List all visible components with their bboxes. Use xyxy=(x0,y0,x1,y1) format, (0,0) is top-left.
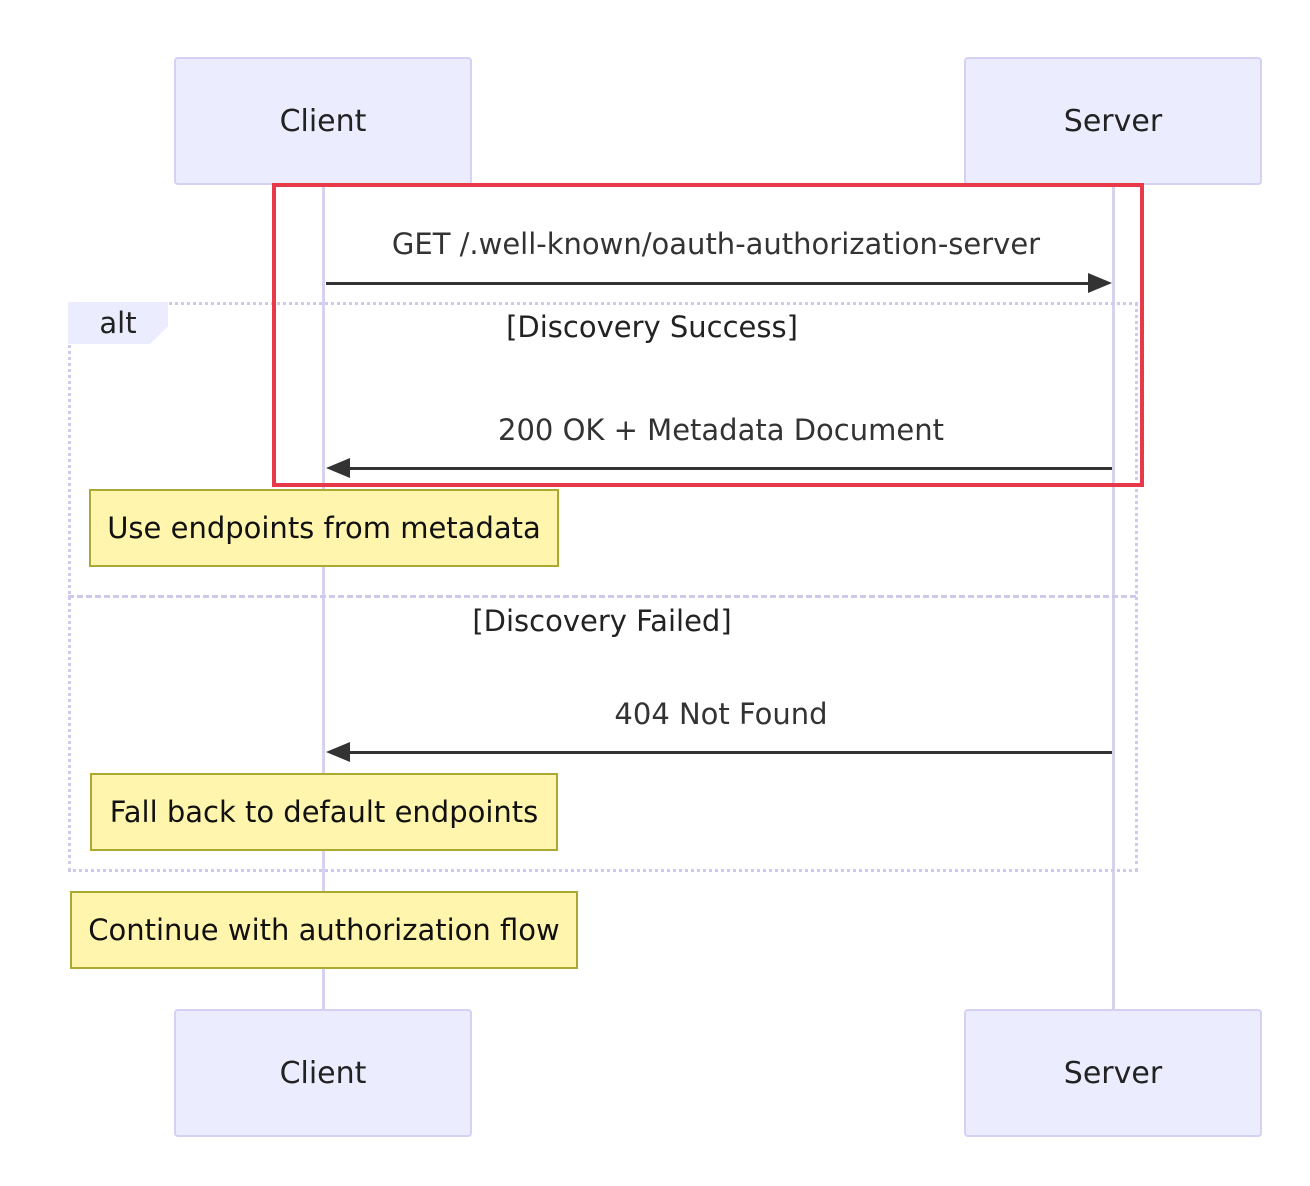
request-message-label: GET /.well-known/oauth-authorization-ser… xyxy=(391,227,1041,261)
failure-response-arrow xyxy=(348,751,1112,754)
request-arrowhead xyxy=(1088,273,1112,293)
client-actor-top: Client xyxy=(174,57,472,185)
client-actor-bottom: Client xyxy=(174,1009,472,1137)
alt-label: alt xyxy=(68,302,168,344)
alt-frame xyxy=(68,302,1138,872)
failure-response-label: 404 Not Found xyxy=(614,697,828,731)
note-continue: Continue with authorization flow xyxy=(70,891,578,969)
success-response-arrowhead xyxy=(326,458,350,478)
client-lifeline xyxy=(322,186,325,1010)
highlight-box xyxy=(272,183,1144,487)
guard-success: [Discovery Success] xyxy=(506,310,798,344)
failure-response-arrowhead xyxy=(326,742,350,762)
note-fallback: Fall back to default endpoints xyxy=(90,773,558,851)
server-lifeline xyxy=(1112,186,1115,1010)
request-arrow xyxy=(326,282,1092,285)
guard-failed: [Discovery Failed] xyxy=(472,604,732,638)
server-actor-top: Server xyxy=(964,57,1262,185)
success-response-arrow xyxy=(348,467,1112,470)
alt-divider xyxy=(68,595,1136,598)
success-response-label: 200 OK + Metadata Document xyxy=(498,413,944,447)
note-use-metadata: Use endpoints from metadata xyxy=(89,489,559,567)
server-actor-bottom: Server xyxy=(964,1009,1262,1137)
